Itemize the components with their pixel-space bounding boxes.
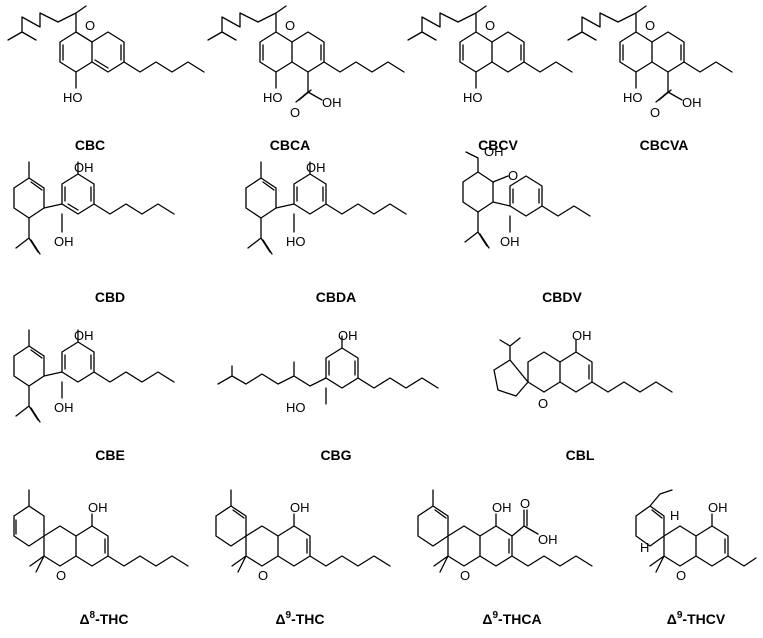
atom-oh: OH (708, 500, 728, 515)
atom-oh-bottom: OH (500, 234, 520, 249)
atom-h-bottom: H (640, 540, 649, 555)
atom-h-top: H (670, 508, 679, 523)
atom-oh: OH (682, 95, 702, 110)
atom-ho: HO (463, 90, 483, 105)
structure-cbe: OH OH (13, 328, 175, 423)
atom-ho-bottom: HO (286, 234, 306, 249)
caption-cbcva: CBCVA (640, 137, 689, 153)
atom-o-pyran: O (258, 568, 268, 583)
structure-cbl: OH O (493, 328, 673, 411)
atom-oh-top: OH (74, 160, 94, 175)
atom-o-pyran: O (460, 568, 470, 583)
atom-ho: HO (263, 90, 283, 105)
structure-cbc: O HO (7, 5, 205, 105)
structure-cbda: OH HO (245, 160, 407, 255)
atom-o-pyran: O (676, 568, 686, 583)
caption-cbcv: CBCV (478, 137, 518, 153)
caption-cbda: CBDA (316, 289, 356, 305)
atom-o-carbonyl: O (650, 105, 660, 120)
atom-oh-top: OH (74, 328, 94, 343)
atom-oh-top: OH (572, 328, 592, 343)
atom-oh: OH (492, 500, 512, 515)
caption-d9thca: Δ9-THCA (482, 610, 541, 627)
caption-cbd: CBD (95, 289, 125, 305)
atom-oh-top: OH (484, 144, 504, 159)
caption-cbdv: CBDV (542, 289, 582, 305)
atom-oh: OH (290, 500, 310, 515)
structure-d9thc: OH O (215, 489, 391, 583)
atom-o: O (85, 18, 95, 33)
atom-ho: HO (63, 90, 83, 105)
structure-cbcv: O HO (407, 5, 573, 105)
atom-ho-bottom: HO (286, 400, 306, 415)
atom-oh-bottom: OH (54, 234, 74, 249)
atom-o: O (645, 18, 655, 33)
atom-o: O (285, 18, 295, 33)
atom-oh-top: OH (306, 160, 326, 175)
atom-o-carbonyl: O (290, 105, 300, 120)
structure-cbd: OH OH (13, 160, 175, 255)
caption-cbl: CBL (566, 447, 595, 463)
caption-cbe: CBE (95, 447, 125, 463)
atom-o-furan: O (508, 168, 518, 183)
atom-ho: HO (623, 90, 643, 105)
atom-o: O (485, 18, 495, 33)
atom-oh-acid: OH (538, 532, 558, 547)
caption-d9thcv: Δ9-THCV (667, 610, 726, 627)
structure-cbdv: OH O OH (462, 144, 591, 249)
atom-o-carbonyl: O (520, 496, 530, 511)
atom-o-pyran: O (538, 396, 548, 411)
atom-oh: OH (322, 95, 342, 110)
caption-cbca: CBCA (270, 137, 310, 153)
structure-d9thcv: OH H H O (635, 489, 757, 583)
structure-d9thca: OH O OH O (417, 489, 593, 583)
atom-oh-top: OH (338, 328, 358, 343)
caption-d8thc: Δ8-THC (79, 610, 128, 627)
caption-cbc: CBC (75, 137, 105, 153)
structure-cbcva: O HO O OH (567, 5, 733, 120)
structure-d8thc: OH O (13, 489, 189, 583)
atom-o-pyran: O (56, 568, 66, 583)
caption-cbg: CBG (320, 447, 351, 463)
atom-oh: OH (88, 500, 108, 515)
atom-oh-bottom: OH (54, 400, 74, 415)
structure-cbca: O HO O OH (207, 5, 405, 120)
structure-cbg: OH HO (217, 328, 439, 415)
caption-d9thc: Δ9-THC (275, 610, 324, 627)
